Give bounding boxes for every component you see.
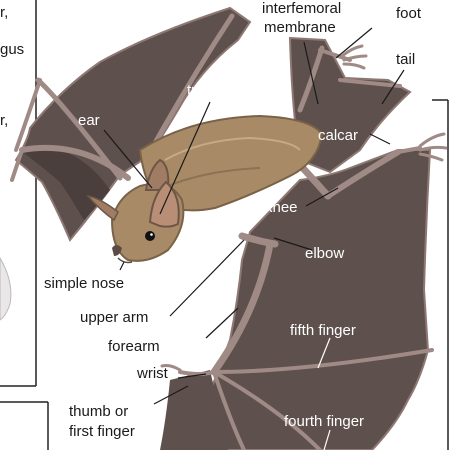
label-tail: tail [396, 51, 416, 68]
edge-fragment-text: r, [0, 4, 9, 21]
label-forearm: forearm [108, 338, 160, 355]
label-fifth-finger: fifth finger [290, 322, 356, 339]
label-upper-arm: upper arm [80, 309, 149, 326]
label-interfemoral-line1: interfemoral [262, 0, 342, 17]
label-fourth-finger: fourth finger [284, 413, 365, 430]
label-interfemoral-line2: membrane [264, 19, 336, 36]
label-calcar: calcar [318, 127, 359, 144]
edge-fragment-text: gus [0, 41, 25, 58]
label-ear: ear [78, 112, 100, 129]
edge-fragment-text: r, [0, 112, 9, 129]
label-thumb-line2: first finger [69, 423, 135, 440]
label-foot: foot [396, 5, 422, 22]
label-simple-nose: simple nose [44, 275, 125, 292]
wing-bones [10, 13, 434, 450]
left-wing-underside [20, 148, 110, 220]
leader-lines [103, 27, 405, 405]
label-elbow: elbow [305, 245, 345, 262]
edge-partial-shape [0, 257, 12, 321]
foot-claws [160, 44, 448, 372]
label-wrist: wrist [137, 365, 168, 382]
leader-lines-light [317, 337, 331, 450]
lower-wing-membrane [160, 370, 228, 450]
label-tragus: tragus [187, 82, 229, 99]
bat-body [86, 114, 324, 264]
label-knee: knee [265, 199, 298, 216]
label-thumb-line1: thumb or [69, 403, 129, 420]
